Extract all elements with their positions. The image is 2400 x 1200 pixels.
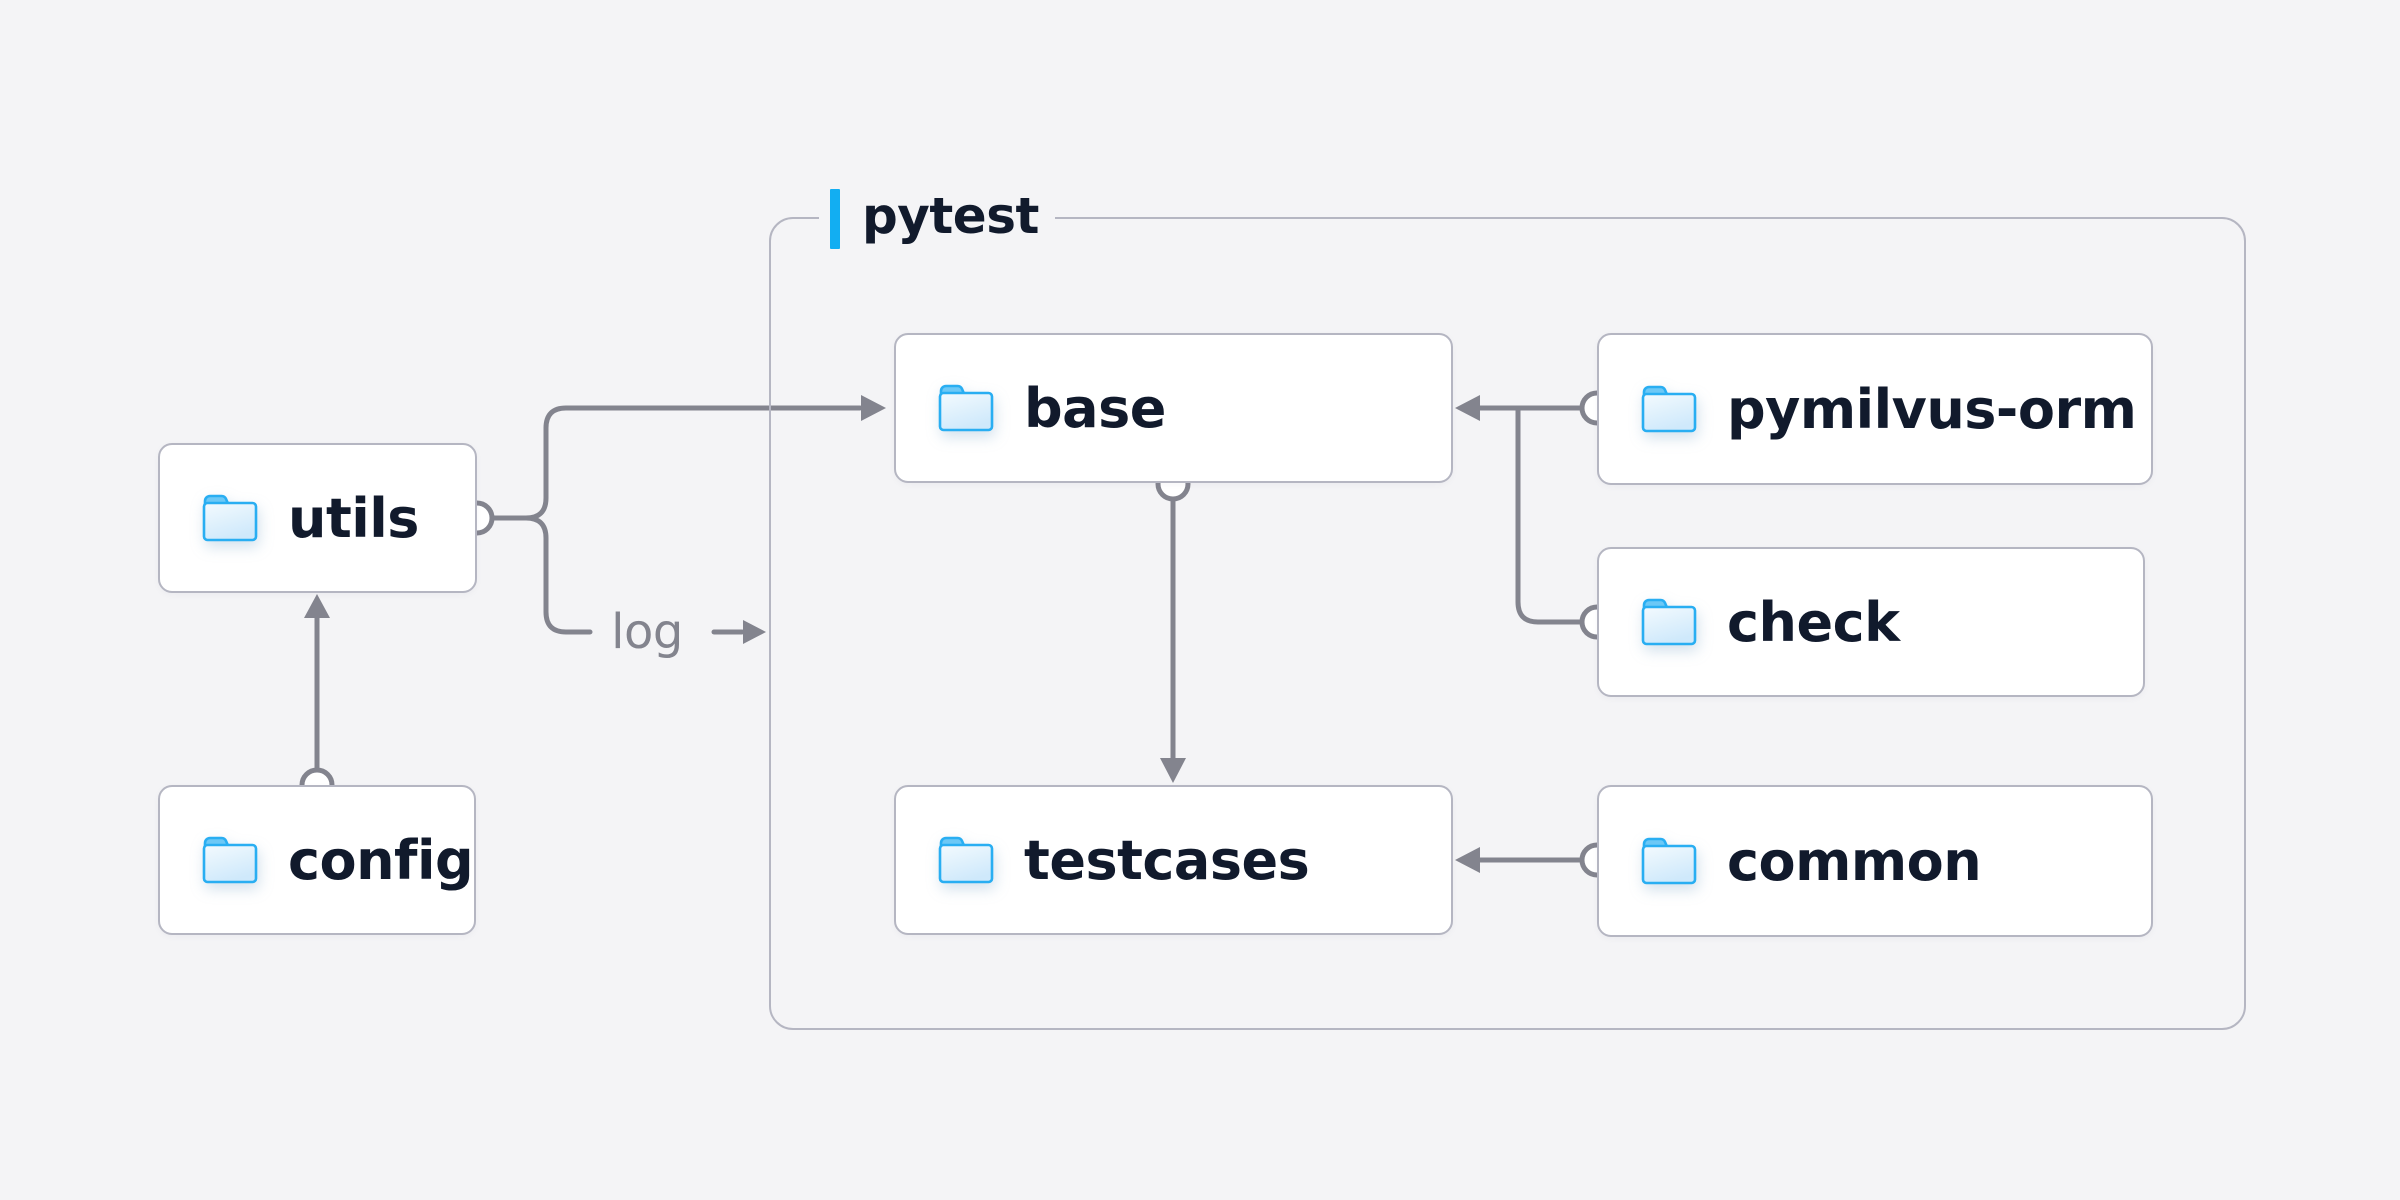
arrowhead-into-testcases-top	[1160, 758, 1186, 783]
node-label: config	[288, 828, 474, 892]
node-testcases: testcases	[894, 785, 1453, 935]
pytest-group-label: pytest	[819, 187, 1055, 250]
node-base: base	[894, 333, 1453, 483]
node-label: common	[1727, 829, 1982, 893]
node-pymilvus-orm: pymilvus-orm	[1597, 333, 2153, 485]
folder-icon	[938, 836, 994, 884]
folder-icon	[1641, 837, 1697, 885]
arrowhead-into-base-left	[861, 395, 886, 421]
pytest-group: pytest	[769, 187, 2246, 1030]
edge-utils-log	[523, 515, 593, 635]
node-utils: utils	[158, 443, 477, 593]
group-title: pytest	[862, 187, 1039, 245]
folder-icon	[202, 494, 258, 542]
node-label: utils	[288, 486, 419, 550]
node-common: common	[1597, 785, 2153, 937]
node-label: testcases	[1024, 828, 1310, 892]
arrowhead-into-testcases-right	[1455, 847, 1480, 873]
edge-label-log: log	[611, 604, 683, 660]
node-label: pymilvus-orm	[1727, 377, 2137, 441]
folder-icon	[938, 384, 994, 432]
folder-icon	[202, 836, 258, 884]
folder-icon	[1641, 598, 1697, 646]
node-label: base	[1024, 376, 1166, 440]
node-config: config	[158, 785, 476, 935]
arrowhead-into-base-right	[1455, 395, 1480, 421]
edge-utils-base	[523, 405, 863, 521]
edge-check-base	[1515, 405, 1585, 625]
accent-bar	[830, 189, 840, 249]
arrowhead-into-utils	[304, 594, 330, 618]
node-label: check	[1727, 590, 1900, 654]
node-check: check	[1597, 547, 2145, 697]
folder-icon	[1641, 385, 1697, 433]
arrowhead-log	[743, 620, 766, 644]
